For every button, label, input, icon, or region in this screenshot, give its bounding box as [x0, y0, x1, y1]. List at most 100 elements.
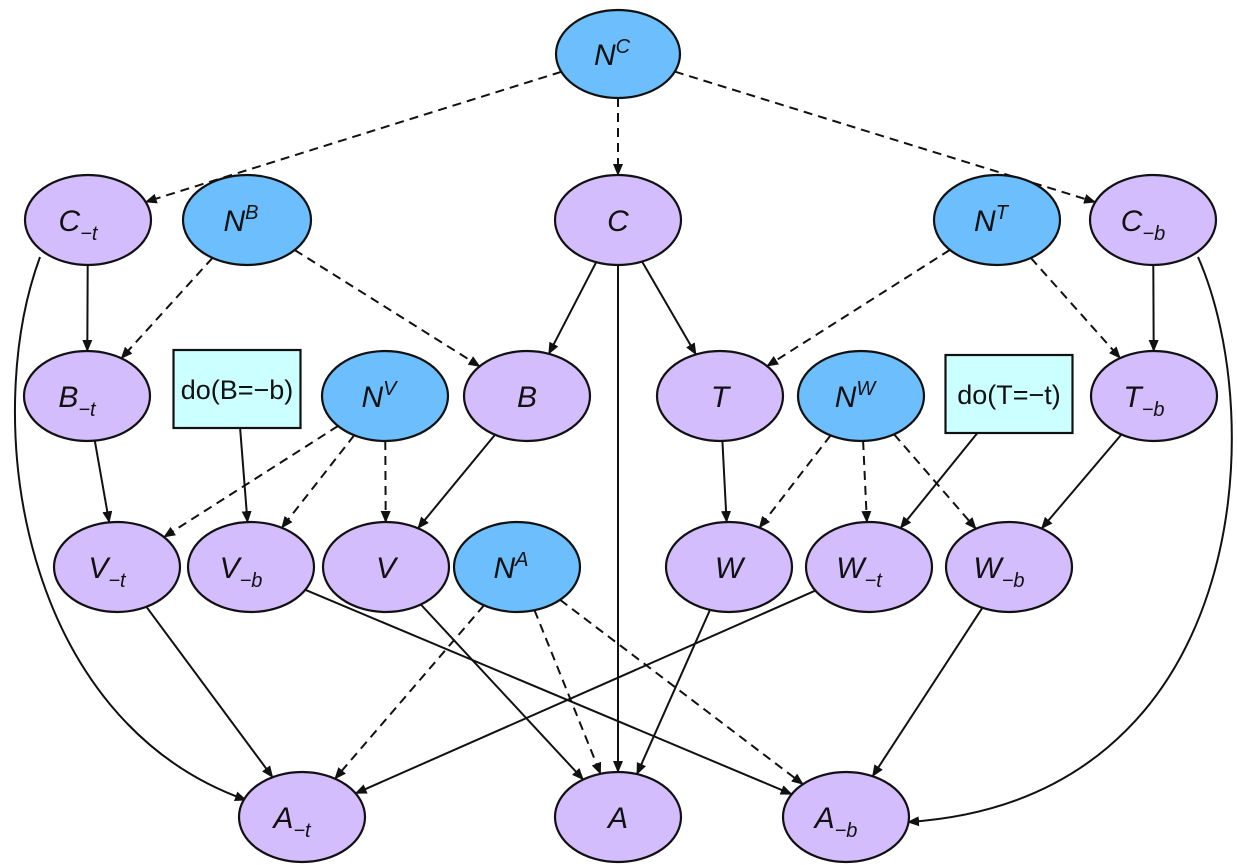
- node-label: NC: [594, 36, 631, 72]
- intervention-label: do(T=−t): [957, 380, 1061, 410]
- node-label: B−t: [58, 381, 97, 421]
- node-label: NV: [361, 378, 398, 414]
- node-v-b: V−b: [186, 520, 316, 614]
- edge-v-b-to-a-b: [304, 588, 793, 796]
- node-v: V: [321, 520, 451, 614]
- variable-node-shape: [462, 349, 592, 443]
- node-label: W−b: [973, 552, 1024, 592]
- node-label: B: [517, 381, 537, 414]
- edge-dot-to-w-t: [899, 432, 979, 529]
- edge-nw-to-w: [758, 434, 832, 529]
- node-b: B: [462, 349, 592, 443]
- noise-node-shape: [320, 349, 450, 443]
- edge-na-to-a-b: [559, 599, 804, 785]
- edge-c-t-to-a-t: [13, 256, 247, 802]
- edge-na-to-a: [533, 609, 602, 775]
- node-w: W: [664, 520, 794, 614]
- node-t: T: [655, 349, 785, 443]
- node-label: W: [715, 552, 746, 585]
- variable-node-shape: [553, 173, 683, 267]
- noise-node-shape: [181, 173, 313, 267]
- noise-node-shape: [932, 173, 1062, 267]
- edge-na-to-a-t: [334, 604, 485, 780]
- node-label: C: [607, 205, 629, 238]
- node-v-t: V−t: [52, 520, 182, 614]
- node-label: V: [376, 552, 399, 585]
- variable-node-shape: [655, 349, 785, 443]
- node-label: T: [711, 381, 732, 414]
- node-w-b: W−b: [944, 520, 1074, 614]
- edge-nt-to-t-b: [1030, 257, 1121, 359]
- edge-v-t-to-a-t: [145, 606, 274, 779]
- edge-nw-to-w-b: [893, 433, 977, 530]
- node-label: NA: [493, 549, 528, 585]
- nodes-layer: NC C−t NB C NT C−bB−t do(B=−b) NV B T NW do(T=−t) T−…: [22, 8, 1219, 864]
- node-label: NW: [835, 378, 878, 414]
- node-label: W−t: [836, 552, 883, 592]
- variable-node-shape: [664, 520, 794, 614]
- edges-layer: [13, 70, 1233, 827]
- variable-node-shape: [804, 520, 934, 614]
- node-label: V−t: [88, 552, 127, 592]
- variable-node-shape: [321, 520, 451, 614]
- node-a-b: A−b: [781, 770, 911, 864]
- noise-node-shape: [452, 520, 582, 614]
- node-c: C: [553, 173, 683, 267]
- node-nc: NC: [554, 8, 682, 100]
- node-a-t: A−t: [237, 770, 367, 864]
- variable-node-shape: [52, 520, 182, 614]
- node-nt: NT: [932, 173, 1062, 267]
- node-w-t: W−t: [804, 520, 934, 614]
- edge-nb-to-b: [294, 249, 481, 368]
- intervention-label: do(B=−b): [181, 375, 294, 405]
- edge-nt-to-t: [766, 249, 951, 367]
- node-label: A: [606, 802, 628, 835]
- node-label: NB: [223, 202, 258, 238]
- edge-w-to-a: [636, 609, 711, 776]
- variable-node-shape: [553, 770, 683, 864]
- node-label: NT: [974, 202, 1010, 238]
- node-nw: NW: [796, 349, 926, 443]
- variable-node-shape: [237, 770, 367, 864]
- intervention-box-shape: [172, 348, 302, 430]
- node-label: C−t: [59, 205, 99, 245]
- node-label: V−b: [220, 552, 263, 592]
- node-nb: NB: [181, 173, 313, 267]
- node-b-t: B−t: [22, 349, 152, 443]
- noise-node-shape: [796, 349, 926, 443]
- variable-node-shape: [186, 520, 316, 614]
- edge-w-t-to-a-t: [354, 589, 816, 795]
- edge-b-to-v: [417, 434, 496, 529]
- edge-w-b-to-a-b: [871, 607, 984, 778]
- variable-node-shape: [1089, 349, 1219, 443]
- edge-nv-to-v-b: [281, 434, 355, 529]
- edge-b-t-to-v-t: [93, 440, 113, 524]
- edge-t-to-w: [721, 440, 732, 523]
- edge-nv-to-v-t: [163, 425, 339, 538]
- noise-node-shape: [554, 8, 682, 100]
- node-label: T−b: [1123, 381, 1164, 421]
- edge-c-to-b: [547, 261, 598, 355]
- node-na: NA: [452, 520, 582, 614]
- edge-t-b-to-w-b: [1040, 433, 1123, 530]
- variable-node-shape: [944, 520, 1074, 614]
- variable-node-shape: [23, 173, 153, 267]
- node-t-b: T−b: [1089, 349, 1219, 443]
- node-label: A−t: [271, 802, 312, 842]
- node-c-t: C−t: [23, 173, 153, 267]
- variable-node-shape: [781, 770, 911, 864]
- edge-nc-to-c-t: [144, 70, 562, 204]
- edge-c-b-to-a-b: [907, 256, 1233, 827]
- intervention-box-dob: do(B=−b): [172, 348, 302, 430]
- edge-dob-to-v-b: [239, 427, 252, 524]
- intervention-box-dot: do(T=−t): [944, 353, 1074, 435]
- edge-nb-to-b-t: [120, 257, 214, 360]
- edge-v-to-a: [420, 603, 584, 781]
- variable-node-shape: [22, 349, 152, 443]
- variable-node-shape: [1088, 173, 1218, 267]
- node-c-b: C−b: [1088, 173, 1218, 267]
- edge-nw-to-w-t: [861, 440, 872, 523]
- edge-c-to-t: [641, 261, 697, 356]
- node-label: C−b: [1121, 205, 1165, 245]
